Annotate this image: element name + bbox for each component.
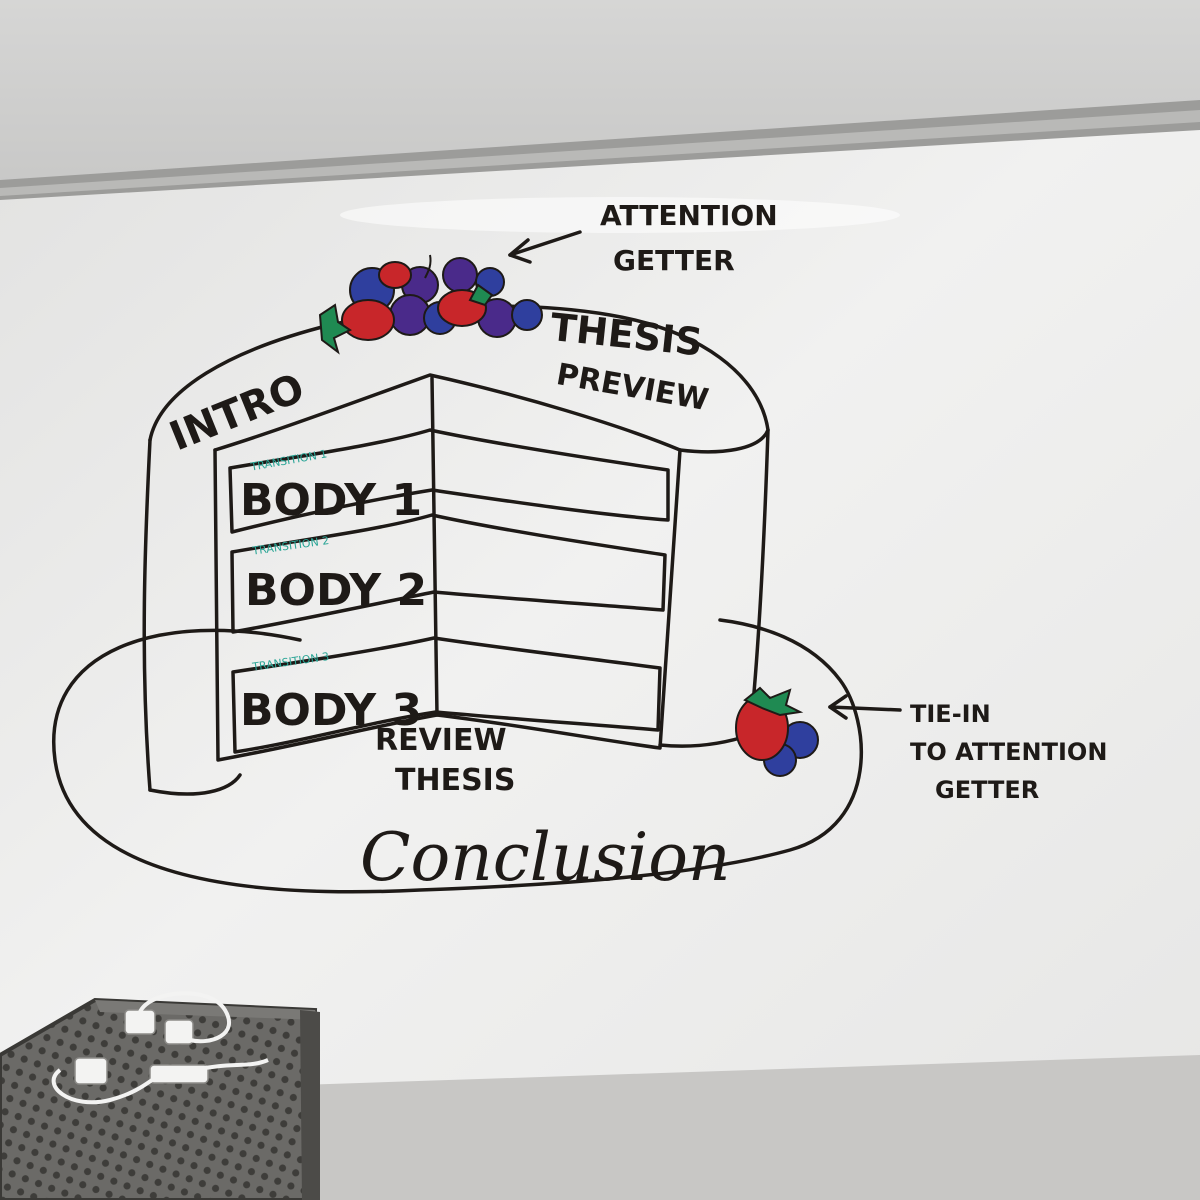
conclusion-label: Conclusion (360, 819, 731, 896)
plate-berries (735, 686, 819, 777)
charger-icon (124, 1009, 156, 1035)
body-3-label: BODY 3 (240, 685, 422, 736)
leaf-icon (318, 303, 352, 355)
cake-plate (51, 618, 863, 894)
attention-getter-label: ATTENTION (600, 199, 778, 232)
whiteboard-surface (0, 125, 1200, 1200)
review-thesis-label: THESIS (395, 763, 515, 798)
attention-getter-label-line2: GETTER (613, 244, 735, 277)
review-label: REVIEW (375, 723, 507, 758)
tie-in-label-line2: TO ATTENTION (910, 738, 1107, 766)
arrows (508, 230, 902, 720)
leaf-icon (743, 686, 804, 717)
arrow-to-plate-berries (828, 705, 902, 712)
glare (340, 197, 900, 233)
cake-drawing (51, 304, 863, 894)
body-1-label: BODY 1 (240, 475, 422, 526)
layer-3-outline (231, 636, 662, 754)
berry-topping (318, 254, 543, 355)
cake-left-side (142, 438, 152, 792)
charger-icon (74, 1057, 108, 1085)
charger-icon (164, 1019, 194, 1045)
cake-top (148, 304, 770, 454)
mesh-cart (0, 991, 320, 1200)
layer-1-outline (228, 428, 670, 534)
body-2-label: BODY 2 (245, 565, 427, 616)
tie-in-label: TIE-IN (910, 700, 991, 728)
layer-2-outline (230, 513, 667, 634)
adapter-icon (149, 1064, 209, 1084)
strawberry-icon (341, 299, 395, 341)
cut-center-line (430, 376, 439, 717)
tie-in-label-line3: GETTER (935, 776, 1039, 804)
cake-right-side (658, 428, 770, 748)
arrow-to-toppings (508, 230, 582, 257)
cut-top-edge (213, 373, 682, 452)
